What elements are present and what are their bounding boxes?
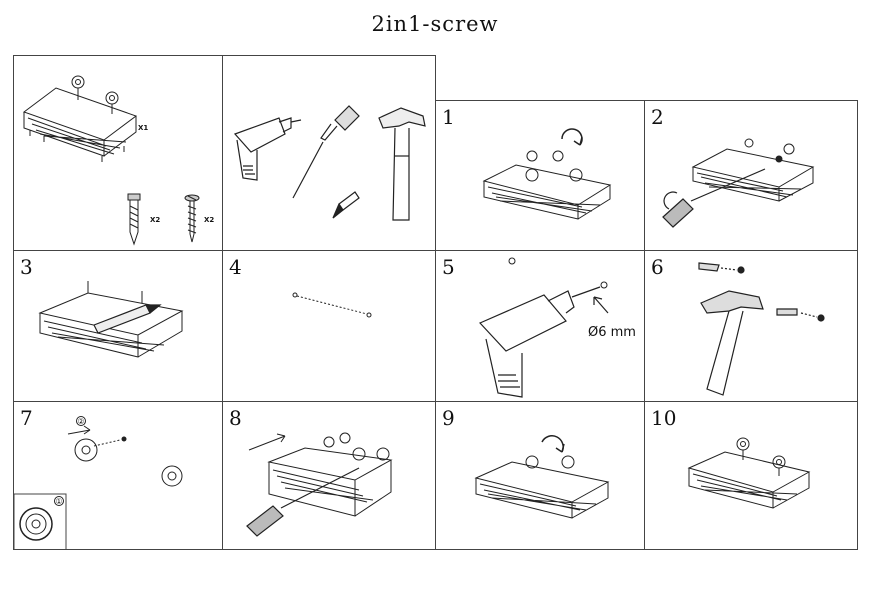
rotate-arrow-icon (561, 128, 583, 146)
basket-icon (38, 281, 184, 358)
step-9-panel: 9 (435, 401, 645, 550)
step-number: 5 (442, 255, 455, 279)
basket-icon (662, 138, 815, 228)
step-7-panel: 7 ② ① (13, 401, 223, 550)
basket-icon (474, 435, 610, 519)
wall-anchor-icon (127, 193, 141, 246)
parts-panel: X1 X2 X2 (13, 55, 223, 251)
step-number: 7 (20, 406, 33, 430)
page-title: 2in1-screw (371, 12, 499, 36)
screwdriver-icon (292, 105, 360, 199)
drill-bit-size: Ø6 mm (588, 325, 636, 340)
callout-1: ① (54, 496, 64, 506)
electric-drill-icon (478, 257, 609, 398)
step-8-panel: 8 (222, 401, 436, 550)
hammer-icon (378, 107, 426, 221)
basket-icon (246, 432, 393, 537)
step-1-panel: 1 (435, 100, 645, 251)
pencil-icon (93, 304, 162, 334)
step-number: 1 (442, 105, 455, 129)
drill-marks (292, 292, 372, 318)
step-5-panel: 5 Ø6 mm (435, 250, 645, 402)
wall-anchor-icon (698, 262, 825, 322)
step-number: 6 (651, 255, 664, 279)
step-4-panel: 4 (222, 250, 436, 402)
step-number: 10 (651, 406, 677, 430)
hammer-icon (698, 262, 825, 396)
step-number: 8 (229, 406, 242, 430)
step-number: 2 (651, 105, 664, 129)
step-3-panel: 3 (13, 250, 223, 402)
step-6-panel: 6 (644, 250, 858, 402)
screw-icon (184, 194, 200, 243)
step-number: 9 (442, 406, 455, 430)
tools-panel (222, 55, 436, 251)
electric-drill-icon (233, 117, 302, 181)
basket-quantity: X1 (138, 124, 149, 132)
anchor-quantity: X2 (150, 216, 161, 224)
step-number: 3 (20, 255, 33, 279)
basket-icon (482, 128, 612, 220)
step-10-panel: 10 (644, 401, 858, 550)
step-2-panel: 2 (644, 100, 858, 251)
basket-icon (687, 437, 811, 509)
basket-icon (22, 75, 138, 162)
screw-quantity: X2 (204, 216, 215, 224)
mounting-disc-icon (14, 425, 183, 549)
screwdriver-icon (246, 467, 360, 537)
step-number: 4 (229, 255, 242, 279)
pencil-icon (332, 191, 360, 219)
rotate-arrow-icon (541, 435, 564, 453)
callout-2: ② (76, 416, 86, 426)
screwdriver-icon (662, 168, 766, 228)
